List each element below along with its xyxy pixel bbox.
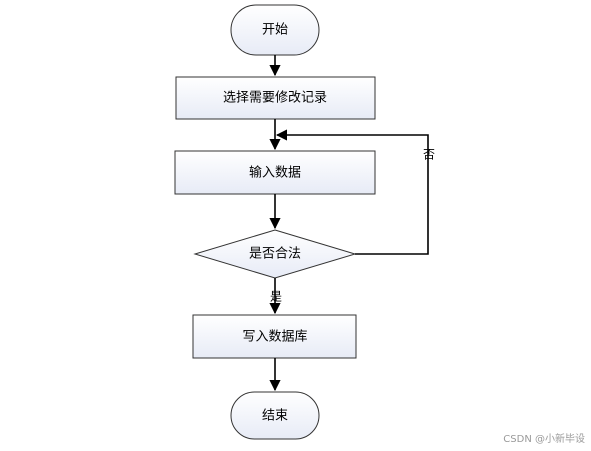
edge-yes-label: 是 (270, 290, 282, 304)
edge-decision-no-loop (275, 129, 429, 255)
decision-label: 是否合法 (249, 247, 301, 262)
write-db-node (192, 314, 357, 359)
watermark: CSDN @小新毕设 (503, 434, 585, 445)
end-node (230, 391, 320, 440)
end-label: 结束 (262, 409, 288, 424)
start-label: 开始 (262, 23, 288, 38)
select-record-label: 选择需要修改记录 (223, 91, 327, 106)
input-data-label: 输入数据 (249, 165, 301, 181)
select-record-node (175, 76, 376, 120)
edge-no-label: 否 (423, 148, 435, 162)
write-db-label: 写入数据库 (242, 329, 307, 345)
